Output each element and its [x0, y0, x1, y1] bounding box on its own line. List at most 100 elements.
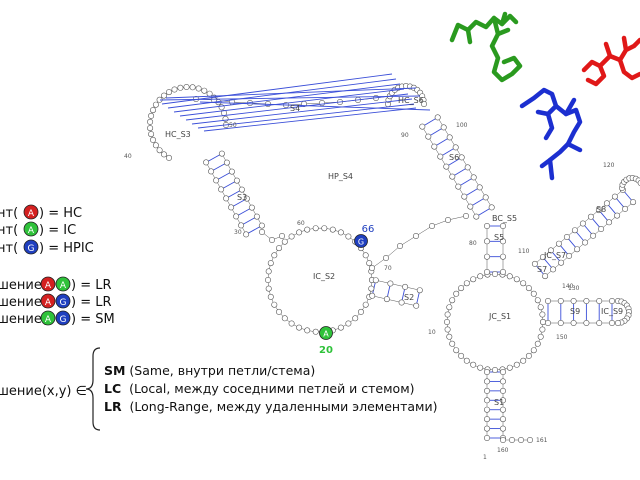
nucleotide — [534, 340, 541, 347]
nucleotide — [596, 319, 603, 326]
highlight-number-a20: 20 — [319, 345, 333, 356]
nucleotide — [412, 233, 419, 240]
nucleotide — [579, 220, 586, 227]
nucleotide — [470, 276, 477, 283]
nucleotide — [544, 319, 551, 326]
nucleotide — [583, 319, 590, 326]
base-pair-line — [235, 207, 253, 217]
nucleotide — [208, 168, 215, 175]
nucleotide — [539, 311, 546, 318]
nucleotide — [530, 347, 537, 354]
nucleotide — [470, 361, 477, 368]
highlight-letter-g66: G — [358, 238, 364, 247]
nucleotide — [177, 84, 184, 91]
nucleotide — [362, 301, 369, 308]
nucleotide — [570, 319, 577, 326]
nucleotide — [506, 273, 513, 280]
residue-number-140: 140 — [562, 283, 574, 290]
label-s3: S3 — [237, 193, 247, 202]
nucleotide — [352, 315, 359, 322]
nucleotide — [189, 84, 196, 91]
nucleotide — [275, 308, 282, 315]
nucleotide — [419, 123, 426, 130]
nucleotide — [446, 134, 453, 141]
nucleotide — [275, 245, 282, 252]
nucleotide — [416, 287, 423, 294]
base-pair-line — [210, 162, 228, 172]
nucleotide — [150, 136, 157, 143]
nucleotide — [453, 290, 460, 297]
legend-contact-ic-letter: A — [28, 226, 35, 236]
backbone-segment — [303, 102, 323, 105]
curly-brace — [85, 347, 101, 431]
nucleotide — [483, 368, 490, 375]
nucleotide — [248, 204, 255, 211]
nucleotide — [611, 193, 618, 200]
nucleotide — [513, 361, 520, 368]
nucleotide — [337, 324, 344, 331]
nucleotide — [281, 238, 288, 245]
nucleotide — [218, 104, 225, 111]
highlighted-nucleotide-a20: A 20 — [319, 326, 333, 356]
nucleotide — [152, 142, 159, 149]
nucleotide — [614, 319, 621, 326]
nucleotide — [288, 320, 295, 327]
residue-number-1: 1 — [483, 454, 487, 461]
molecule-red — [581, 35, 640, 87]
nucleotide — [566, 252, 573, 259]
residue-number-50: 50 — [229, 122, 237, 129]
nucleotide — [476, 184, 483, 191]
nucleotide — [233, 213, 240, 220]
nucleotide — [483, 223, 490, 230]
label-ic-s2: IC_S2 — [313, 272, 335, 281]
nucleotide — [233, 177, 240, 184]
legend-pair-2-suffix: ) = LR — [71, 295, 112, 310]
nucleotide — [203, 159, 210, 166]
nucleotide — [499, 425, 506, 432]
legend-pair-3-prefix: шение( — [0, 312, 47, 327]
nucleotide — [443, 318, 450, 325]
nucleotide — [587, 213, 594, 220]
nucleotide — [443, 163, 450, 170]
label-s7: S7 — [537, 265, 547, 274]
nucleotide — [570, 297, 577, 304]
nucleotide — [345, 320, 352, 327]
nucleotide — [383, 296, 390, 303]
nucleotide — [150, 107, 157, 114]
nucleotide — [462, 213, 469, 220]
label-s1: S1 — [494, 398, 504, 407]
backbone-segment — [385, 245, 401, 259]
classification-desc-lr: (Long-Range, между удаленными элементами… — [122, 399, 438, 414]
nucleotide — [396, 243, 403, 250]
nucleotide — [488, 204, 495, 211]
residue-number-120: 120 — [603, 162, 615, 169]
highlight-letter-a20: A — [323, 330, 329, 339]
base-pair-line — [205, 153, 223, 163]
nucleotide — [281, 315, 288, 322]
nucleotide — [453, 347, 460, 354]
nucleotide — [571, 227, 578, 234]
nucleotide — [218, 150, 225, 157]
legend-contacts: нт( A ) = HC нт( A ) = IC нт( G ) = HPIC — [0, 204, 94, 256]
nucleotide — [372, 277, 379, 284]
legend-pair-2-letter-1: A — [45, 298, 52, 308]
nucleotide — [499, 416, 506, 423]
nucleotide — [213, 177, 220, 184]
nucleotide — [228, 204, 235, 211]
nucleotide — [449, 340, 456, 347]
nucleotide — [243, 231, 250, 238]
highlight-number-g66: 66 — [362, 224, 375, 235]
nucleotide — [428, 223, 435, 230]
nucleotide — [148, 131, 155, 138]
nucleotide — [147, 125, 154, 132]
nucleotide — [420, 101, 427, 108]
nucleotide — [539, 318, 546, 325]
nucleotide — [614, 212, 621, 219]
nucleotide — [238, 222, 245, 229]
nucleotide — [288, 233, 295, 240]
molecule-blue — [519, 87, 583, 181]
nucleotide — [267, 293, 274, 300]
nucleotide — [253, 213, 260, 220]
nucleotide — [463, 280, 470, 287]
nucleotide — [499, 378, 506, 385]
